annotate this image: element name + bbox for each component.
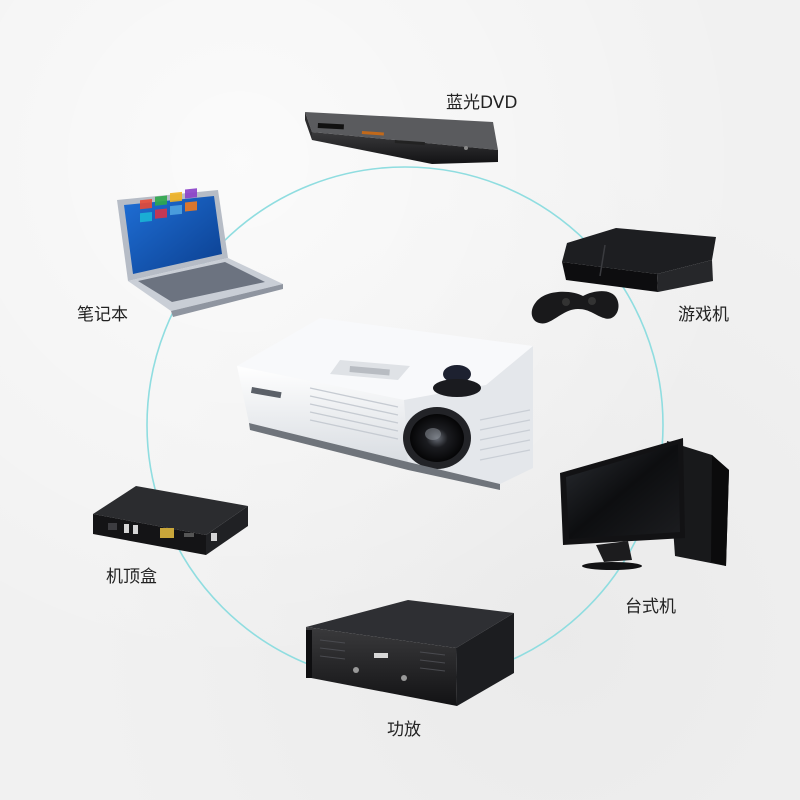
console-label: 游戏机 — [678, 305, 729, 325]
amplifier-icon — [306, 600, 514, 706]
bluray-player-icon — [305, 112, 498, 164]
game-console-icon — [531, 228, 716, 324]
settop-label: 机顶盒 — [106, 567, 157, 587]
bluray-label: 蓝光DVD — [446, 93, 518, 113]
desktop-computer-icon — [560, 438, 729, 570]
amplifier-label: 功放 — [387, 720, 421, 740]
set-top-box-icon — [93, 486, 248, 555]
laptop-label: 笔记本 — [77, 305, 128, 325]
desktop-label: 台式机 — [625, 597, 676, 617]
projector-icon — [237, 318, 533, 490]
laptop-icon — [117, 188, 283, 317]
